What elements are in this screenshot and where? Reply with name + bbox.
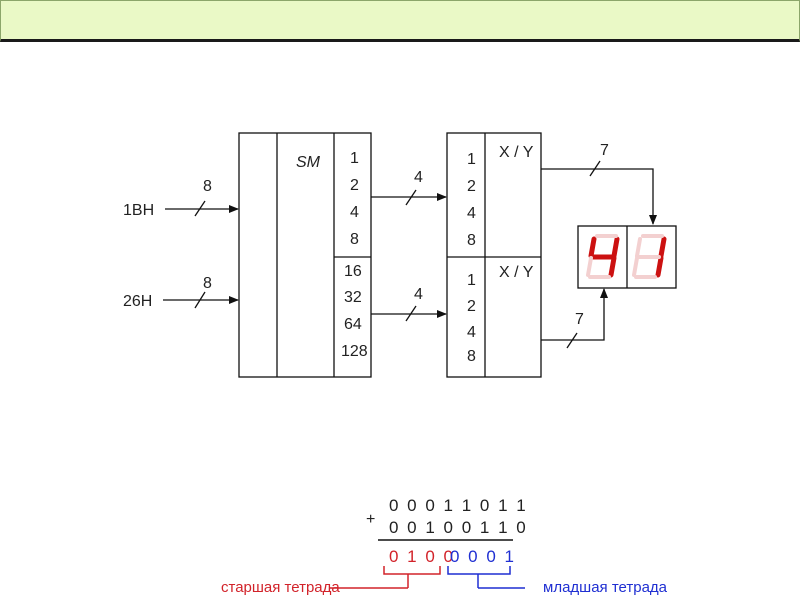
- result-high-nibble: 0 1 0 0: [389, 547, 455, 566]
- high-nibble-caption: старшая тетрада: [221, 579, 340, 596]
- adder-weight: 128: [341, 343, 368, 360]
- input-1bh-label: 1BH: [123, 202, 154, 219]
- bus-7-bottom: 7: [541, 288, 608, 349]
- bus-7-top: 7: [541, 142, 657, 225]
- decoder-weight: 1: [467, 151, 476, 168]
- adder-weight: 32: [344, 289, 362, 306]
- input-26h-width: 8: [203, 275, 212, 292]
- bus-7-bottom-width: 7: [575, 311, 584, 328]
- bus-slash: [194, 291, 206, 309]
- decoder-weight: 8: [467, 232, 476, 249]
- input-26h-label: 26H: [123, 293, 152, 310]
- bus-4-top: 4: [371, 169, 447, 206]
- high-nibble-bracket: [330, 566, 441, 589]
- adder-weight: 16: [344, 263, 362, 280]
- bus-4-bottom: 4: [371, 286, 447, 322]
- display-digit-4: [588, 236, 620, 278]
- bus-7-top-width: 7: [600, 142, 609, 159]
- bus-slash: [194, 200, 206, 217]
- adder-block: SM 1 2 4 8 16 32 64 128: [238, 132, 372, 378]
- decoder-weight: 2: [467, 178, 476, 195]
- decoder-weight: 8: [467, 348, 476, 365]
- low-nibble-caption: младшая тетрада: [543, 579, 668, 596]
- decoder-weight: 2: [467, 298, 476, 315]
- adder-weight: 1: [350, 150, 359, 167]
- decoder-weight: 1: [467, 272, 476, 289]
- display-digit-1: [655, 236, 667, 278]
- adder-weight: 64: [344, 316, 362, 333]
- title-bar: [0, 0, 800, 42]
- decoder-weight: 4: [467, 205, 476, 222]
- decoder-bottom-label: X / Y: [499, 264, 534, 281]
- unlit-segments: [586, 234, 664, 279]
- adder-weight: 4: [350, 204, 359, 221]
- result-low-nibble: 0 0 0 1: [450, 547, 516, 566]
- adder-weight: 2: [350, 177, 359, 194]
- bus-4-top-width: 4: [414, 169, 423, 186]
- operand-1: 0 0 0 1 1 0 1 1: [389, 496, 528, 515]
- bus-4-bottom-width: 4: [414, 286, 423, 303]
- input-1bh-width: 8: [203, 178, 212, 195]
- decoder-block: X / Y 1 2 4 8 X / Y 1 2 4 8: [446, 132, 542, 378]
- adder-weight: 8: [350, 231, 359, 248]
- low-nibble-bracket: [447, 566, 525, 589]
- decoder-top-label: X / Y: [499, 144, 534, 161]
- input-26h: 26H 8: [123, 275, 239, 310]
- plus-sign: +: [366, 511, 375, 528]
- input-1bh: 1BH 8: [123, 178, 239, 219]
- decoder-weight: 4: [467, 324, 476, 341]
- operand-2: 0 0 1 0 0 1 1 0: [389, 518, 528, 537]
- seven-segment-display: [577, 225, 677, 289]
- binary-addition: + 0 0 0 1 1 0 1 1 0 0 1 0 0 1 1 0 0 1 0 …: [221, 496, 668, 596]
- adder-label: SM: [296, 154, 321, 171]
